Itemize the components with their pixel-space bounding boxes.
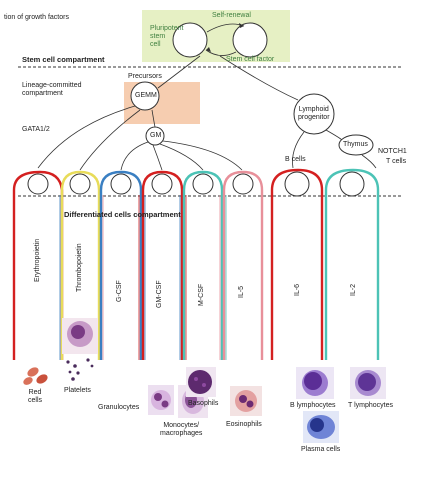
- gemm-circle: [130, 81, 160, 111]
- granulocyte-icon: [148, 385, 174, 415]
- notch1-label: NOTCH1: [378, 148, 407, 155]
- precursors-label: Precursors: [128, 73, 162, 80]
- stem-cell-factor-label: Stem cell factor: [226, 56, 275, 63]
- basophil-icon: [186, 367, 216, 397]
- lineage-compartment-label: Lineage-committed compartment: [22, 82, 82, 97]
- platelets-icon: [66, 358, 94, 381]
- il-2-label: IL-2: [350, 283, 357, 296]
- b-lymphocyte-icon: [296, 367, 334, 399]
- b-lymphocytes-label: B lymphocytes: [290, 402, 336, 409]
- monocytes-label: Monocytes/ macrophages: [160, 422, 203, 437]
- platelets-label: Platelets: [64, 387, 91, 394]
- megakaryocyte-lineage-arch: [60, 170, 101, 360]
- pluripotent-stem-cell-label: Pluripotent stem cell: [150, 25, 184, 48]
- t-cells-label: T cells: [386, 158, 407, 165]
- thymus-label: Thymus: [343, 141, 368, 148]
- red-cells-icon: [23, 367, 48, 385]
- self-renewed-stem-cell-circle: [232, 22, 268, 58]
- granulocyte-lineage-arch: [99, 170, 143, 360]
- basophils-label: Basophils: [188, 400, 219, 407]
- il-5-label: IL-5: [238, 285, 245, 298]
- return-arrow: [205, 49, 237, 56]
- erythropoietin-label: Erythropoietin: [34, 238, 41, 282]
- plasma-cells-label: Plasma cells: [301, 446, 341, 453]
- t-lymphocytes-label: T lymphocytes: [348, 402, 393, 409]
- lymphoid-progenitor-circle: [293, 93, 335, 135]
- pluripotent-stem-cell-circle: [172, 22, 208, 58]
- b-cell-lineage-arch: [270, 168, 324, 360]
- title-fragment: tion of growth factors: [4, 14, 69, 21]
- plasma-cell-icon: [303, 411, 339, 443]
- gemm-label: GEMM: [135, 92, 157, 99]
- lineage-cell-circles: [27, 171, 365, 197]
- lineage-arches: [12, 168, 380, 360]
- gm-label: GM: [150, 132, 162, 139]
- thrombopoietin-label: Thrombopoietin: [76, 243, 83, 292]
- gata-label: GATA1/2: [22, 126, 50, 133]
- gm-lineage-arch: [141, 170, 184, 360]
- eosinophil-icon: [230, 386, 262, 416]
- gm-csf-label: GM-CSF: [156, 280, 163, 308]
- b-cells-label: B cells: [285, 156, 306, 163]
- differentiated-compartment-label: Differentiated cells compartment: [64, 210, 181, 219]
- granulocytes-label: Granulocytes: [98, 404, 140, 411]
- t-cell-lineage-arch: [324, 168, 380, 360]
- t-lymphocyte-icon: [350, 367, 386, 399]
- eosinophil-lineage-arch: [222, 170, 264, 360]
- megakaryocyte-icon: [62, 318, 98, 354]
- monocyte-lineage-arch: [182, 170, 224, 360]
- gm-circle: [145, 126, 165, 146]
- lymphoid-progenitor-label: Lymphoid progenitor: [298, 106, 330, 121]
- g-csf-label: G-CSF: [116, 280, 123, 302]
- il-6-label: IL-6: [294, 283, 301, 296]
- self-renewal-label: Self-renewal: [212, 12, 251, 19]
- erythrocyte-lineage-arch: [12, 170, 64, 360]
- eosinophils-label: Eosinophils: [226, 421, 262, 428]
- red-cells-label: Red cells: [28, 389, 43, 404]
- thymus-ellipse: [338, 134, 374, 156]
- stem-compartment-label: Stem cell compartment: [22, 55, 105, 64]
- m-csf-label: M-CSF: [198, 283, 205, 306]
